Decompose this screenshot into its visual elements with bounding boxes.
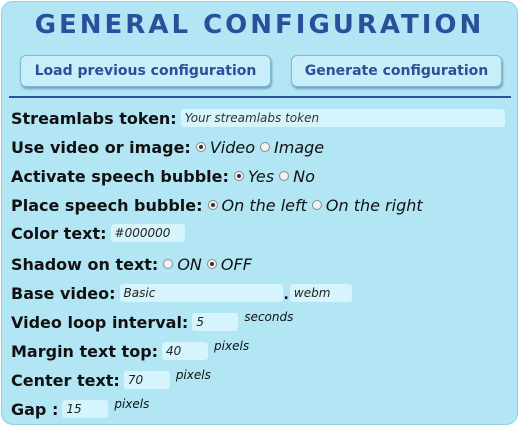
gap-label: Gap :: [11, 399, 59, 419]
load-configuration-button[interactable]: Load previous configuration: [20, 55, 271, 87]
loop-interval-label: Video loop interval:: [11, 312, 189, 332]
video-or-image-label: Use video or image:: [11, 137, 191, 157]
bubble-right-radio[interactable]: [311, 200, 322, 210]
speech-bubble-yes-radio[interactable]: [233, 171, 244, 181]
video-option-label: Video: [209, 137, 256, 157]
bubble-place-row: Place speech bubble: On the left On the …: [11, 194, 423, 216]
video-or-image-row: Use video or image: Video Image: [11, 136, 324, 158]
bubble-left-label: On the left: [221, 195, 307, 215]
color-text-input[interactable]: [110, 224, 185, 242]
base-video-extension-input[interactable]: [289, 284, 352, 302]
margin-top-label: Margin text top:: [11, 341, 159, 361]
speech-bubble-yes-label: Yes: [247, 166, 275, 186]
bubble-left-radio[interactable]: [207, 200, 218, 210]
shadow-on-radio[interactable]: [163, 259, 174, 269]
center-text-input[interactable]: [123, 371, 170, 389]
gap-row: Gap : pixels: [11, 397, 150, 420]
streamlabs-token-input[interactable]: [180, 109, 505, 127]
image-option-label: Image: [274, 137, 325, 157]
streamlabs-token-label: Streamlabs token:: [11, 108, 177, 128]
center-text-unit: pixels: [175, 368, 211, 382]
loop-interval-input[interactable]: [192, 313, 239, 331]
image-radio[interactable]: [260, 142, 271, 152]
speech-bubble-no-radio[interactable]: [279, 171, 290, 181]
shadow-off-label: OFF: [220, 254, 252, 274]
base-video-name-input[interactable]: [119, 284, 283, 302]
extension-dot: .: [283, 287, 289, 303]
shadow-text-label: Shadow on text:: [11, 254, 159, 274]
page-title: GENERAL CONFIGURATION: [34, 10, 485, 40]
center-text-label: Center text:: [11, 370, 120, 390]
margin-top-row: Margin text top: pixels: [11, 339, 250, 362]
header-divider: [9, 96, 511, 98]
speech-bubble-label: Activate speech bubble:: [11, 166, 229, 186]
speech-bubble-no-label: No: [293, 166, 315, 186]
base-video-row: Base video: .: [11, 282, 352, 304]
shadow-text-row: Shadow on text: ON OFF: [11, 253, 252, 275]
generate-configuration-button[interactable]: Generate configuration: [291, 55, 502, 87]
video-radio[interactable]: [195, 142, 206, 152]
color-text-label: Color text:: [11, 223, 107, 243]
shadow-off-radio[interactable]: [206, 259, 217, 269]
bubble-right-label: On the right: [325, 195, 423, 215]
color-text-row: Color text:: [11, 222, 185, 244]
margin-top-unit: pixels: [214, 339, 250, 353]
bubble-place-label: Place speech bubble:: [11, 195, 203, 215]
streamlabs-token-row: Streamlabs token:: [11, 107, 505, 129]
loop-interval-unit: seconds: [244, 310, 294, 324]
speech-bubble-row: Activate speech bubble: Yes No: [11, 165, 315, 187]
margin-top-input[interactable]: [162, 342, 209, 360]
loop-interval-row: Video loop interval: seconds: [11, 310, 294, 333]
gap-unit: pixels: [114, 397, 150, 411]
center-text-row: Center text: pixels: [11, 368, 211, 391]
gap-input[interactable]: [62, 400, 109, 418]
shadow-on-label: ON: [177, 254, 202, 274]
base-video-label: Base video:: [11, 283, 116, 303]
